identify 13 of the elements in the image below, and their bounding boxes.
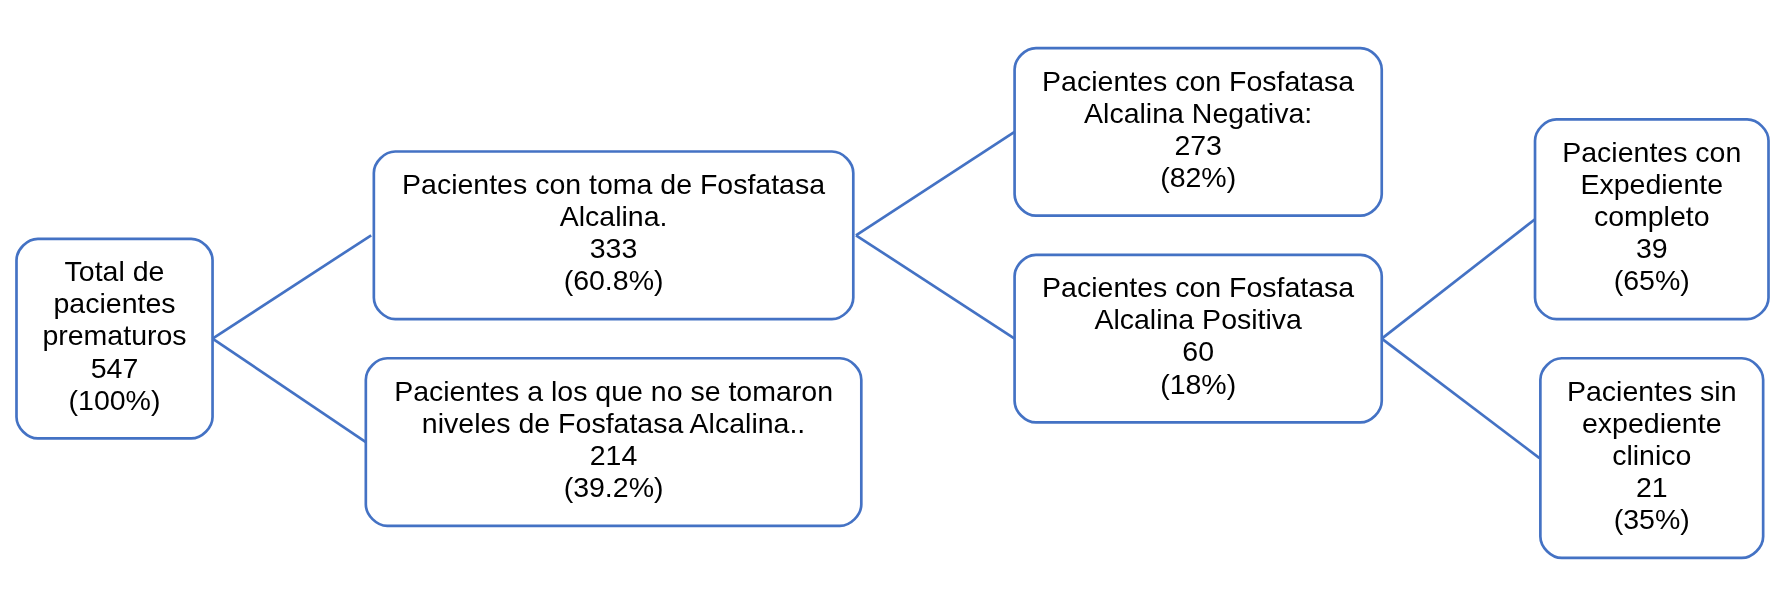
connector xyxy=(211,337,367,444)
connector xyxy=(1380,218,1536,340)
node-box: Pacientes con Fosfatasa Alcalina Negativa: 273 (82%) xyxy=(1013,46,1384,217)
connector xyxy=(855,234,1016,340)
node-box: Pacientes con Fosfatasa Alcalina Positiva 60 (18%) xyxy=(1013,253,1384,424)
connector xyxy=(211,234,372,340)
connector xyxy=(855,130,1016,237)
node-box: Pacientes con Expediente completo 39 (65%) xyxy=(1533,118,1770,321)
node-box: Total de pacientes prematuros 547 (100%) xyxy=(15,237,214,440)
connector xyxy=(1380,337,1541,460)
node-box: Pacientes a los que no se tomaron niveles de Fosfatasa Alcalina.. 214 (39.2%) xyxy=(364,356,863,528)
node-box: Pacientes con toma de Fosfatasa Alcalina. 333 (60.8%) xyxy=(372,150,855,321)
node-box: Pacientes sin expediente clinico 21 (35%) xyxy=(1539,356,1765,560)
